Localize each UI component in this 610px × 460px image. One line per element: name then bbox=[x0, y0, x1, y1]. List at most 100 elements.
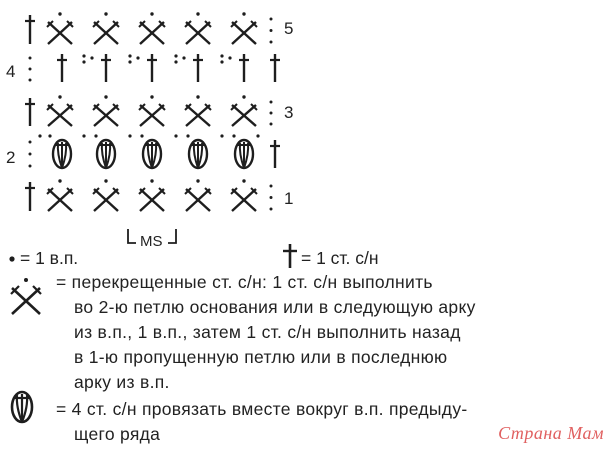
chain-dot bbox=[196, 179, 200, 183]
legend-symbols bbox=[9, 244, 297, 424]
chain-dot bbox=[104, 12, 108, 16]
chain-dot bbox=[269, 184, 273, 188]
repeat-label: MS bbox=[140, 233, 163, 250]
chain-dot bbox=[48, 134, 52, 138]
cluster-symbol bbox=[141, 138, 163, 170]
legend-crossed-line-4: в 1-ю пропущенную петлю или в последнюю bbox=[74, 347, 448, 367]
crossed-dc-symbol bbox=[46, 179, 74, 212]
crossed-dc-symbol bbox=[184, 12, 212, 45]
crossed-dc-symbol bbox=[138, 179, 166, 212]
dc-symbol bbox=[101, 54, 111, 82]
chain-dot bbox=[269, 29, 273, 32]
chain-dot bbox=[90, 56, 94, 60]
dc-symbol bbox=[25, 15, 35, 44]
chain-dot bbox=[94, 134, 98, 138]
dc-cross-icon bbox=[283, 244, 297, 268]
chain-dot bbox=[128, 60, 132, 64]
chain-dot bbox=[58, 179, 62, 183]
chain-dot bbox=[269, 111, 273, 115]
dc-symbol bbox=[57, 54, 67, 82]
chain-dot bbox=[242, 95, 246, 99]
crossed-dc-symbol bbox=[46, 95, 74, 127]
chain-dot bbox=[140, 134, 144, 138]
crossed-dc-symbol bbox=[138, 12, 166, 45]
dc-symbol bbox=[270, 54, 280, 82]
chain-dot bbox=[128, 54, 132, 58]
crossed-dc-symbol bbox=[184, 95, 212, 127]
chart-row-dc bbox=[28, 54, 280, 82]
chain-dot bbox=[38, 134, 42, 138]
dc-symbol bbox=[270, 140, 280, 168]
chain-dot bbox=[28, 56, 32, 60]
legend-dc-text: = 1 ст. с/н bbox=[301, 248, 379, 268]
chain-dot bbox=[104, 95, 108, 99]
chain-dot bbox=[82, 134, 86, 138]
dc-symbol bbox=[193, 54, 203, 82]
legend-cluster-line-1: = 4 ст. с/н провязать вместе вокруг в.п.… bbox=[56, 399, 468, 419]
chain-dot bbox=[228, 56, 232, 60]
chain-dot bbox=[242, 179, 246, 183]
chain-dot bbox=[82, 54, 86, 58]
crossed-dc-symbol bbox=[230, 95, 258, 127]
row-number-4: 4 bbox=[6, 62, 16, 81]
row-number-2: 2 bbox=[6, 148, 16, 167]
chain-dot bbox=[196, 12, 200, 16]
chain-dot-icon bbox=[9, 256, 15, 262]
chain-dot bbox=[24, 278, 28, 282]
chain-dot bbox=[269, 40, 273, 44]
legend-chain-text: = 1 в.п. bbox=[20, 248, 79, 268]
dc-symbol bbox=[25, 98, 35, 126]
crossed-dc-symbol bbox=[92, 179, 120, 212]
dc-symbol bbox=[147, 54, 157, 82]
chart-row-cluster bbox=[28, 134, 280, 170]
chart-row-crossed bbox=[25, 95, 273, 127]
chain-dot bbox=[28, 164, 32, 168]
crossed-dc-icon bbox=[10, 278, 42, 315]
legend-cluster-line-2: щего ряда bbox=[74, 424, 161, 444]
legend-crossed-line-5: арку из в.п. bbox=[74, 372, 170, 392]
chart-row-crossed bbox=[25, 12, 273, 45]
chain-dot bbox=[104, 179, 108, 183]
crossed-dc-symbol bbox=[230, 12, 258, 45]
chain-dot bbox=[220, 54, 224, 58]
chain-dot bbox=[269, 196, 273, 199]
chain-dot bbox=[269, 122, 273, 126]
chain-dot bbox=[150, 12, 154, 16]
chain-dot bbox=[58, 12, 62, 16]
cluster-symbol bbox=[187, 138, 209, 170]
chart-row-crossed bbox=[25, 179, 273, 212]
chain-dot bbox=[58, 95, 62, 99]
crossed-dc-symbol bbox=[92, 12, 120, 45]
row-number-1: 1 bbox=[284, 189, 294, 208]
chain-dot bbox=[256, 134, 260, 138]
chain-dot bbox=[269, 207, 273, 211]
chain-dot bbox=[28, 152, 32, 156]
chain-dot bbox=[232, 134, 236, 138]
chain-dot bbox=[220, 134, 224, 138]
crossed-dc-symbol bbox=[230, 179, 258, 212]
crossed-dc-symbol bbox=[46, 12, 74, 45]
watermark-logo: Страна Мам bbox=[498, 423, 604, 443]
crossed-dc-symbol bbox=[92, 95, 120, 127]
chain-dot bbox=[269, 17, 273, 21]
chain-dot bbox=[28, 67, 32, 71]
legend-crossed-line-1: = перекрещенные ст. с/н: 1 ст. с/н выпол… bbox=[56, 272, 433, 292]
crossed-dc-symbol bbox=[184, 179, 212, 212]
cluster-symbol bbox=[51, 138, 73, 170]
row-number-5: 5 bbox=[284, 19, 294, 38]
chain-dot bbox=[174, 54, 178, 58]
chain-dot bbox=[220, 60, 224, 64]
dc-symbol bbox=[25, 182, 35, 211]
chain-dot bbox=[150, 179, 154, 183]
cluster-symbol bbox=[233, 138, 255, 170]
repeat-bracket bbox=[127, 229, 177, 244]
chart-marks bbox=[25, 12, 280, 244]
chain-dot bbox=[196, 95, 200, 99]
chain-dot bbox=[174, 60, 178, 64]
chain-dot bbox=[269, 100, 273, 104]
chain-dot bbox=[242, 12, 246, 16]
legend-crossed-line-2: во 2-ю петлю основания или в следующую а… bbox=[74, 297, 476, 317]
chain-dot bbox=[136, 56, 140, 60]
legend-crossed-line-3: из в.п., 1 в.п., затем 1 ст. с/н выполни… bbox=[74, 322, 461, 342]
